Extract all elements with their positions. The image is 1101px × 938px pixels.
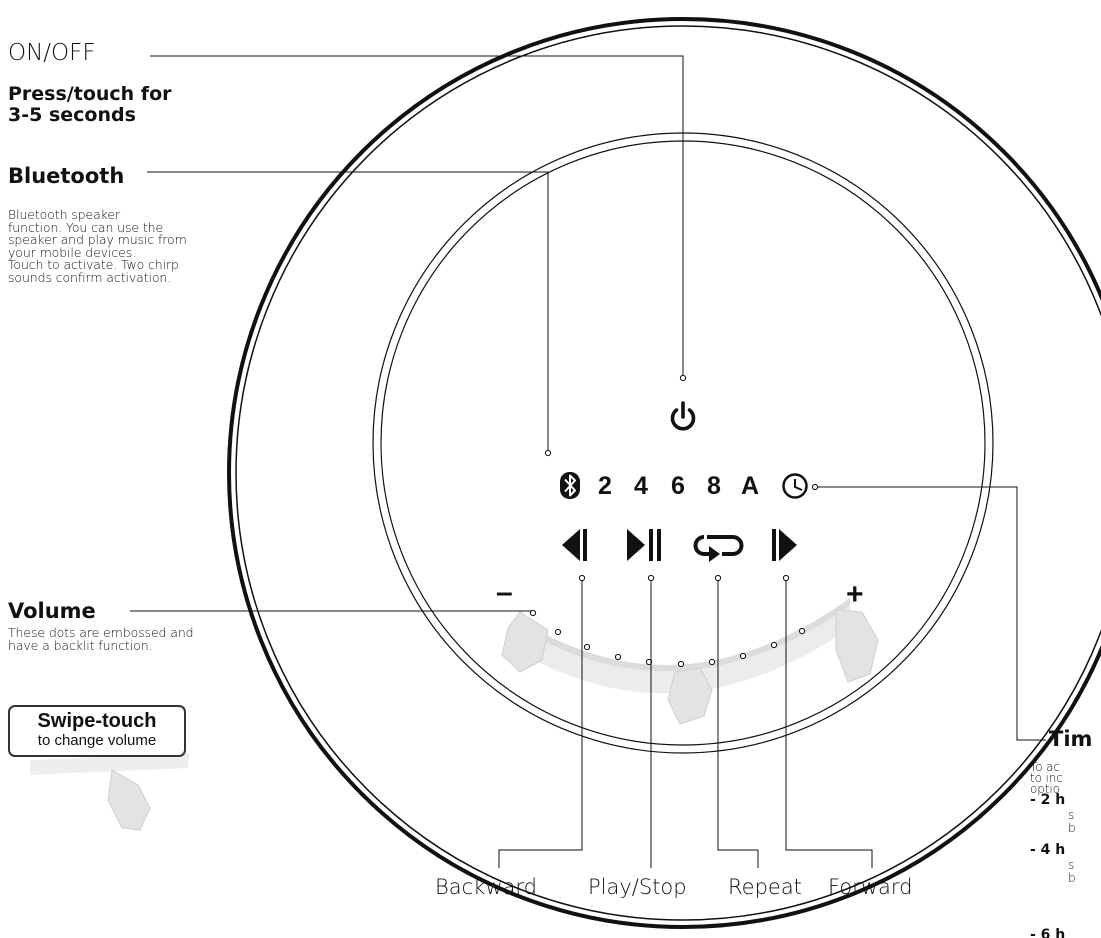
speaker-outer-ring-inner: [236, 26, 1101, 920]
repeat-icon: [696, 537, 742, 562]
leader-repeat: [718, 580, 758, 868]
volume-plus-sign: +: [846, 580, 864, 610]
volume-description: These dots are embossed and have a backl…: [8, 627, 193, 652]
timer-option-6h: - 6 h: [1030, 928, 1065, 938]
timer-option-4h: - 4 h: [1030, 843, 1065, 857]
bluetooth-title: Bluetooth: [8, 164, 124, 188]
volume-dot: [555, 629, 560, 634]
forward-label: Forward: [828, 875, 912, 899]
clock-icon: [784, 475, 807, 498]
timer-option-a[interactable]: A: [741, 474, 759, 499]
timer-option-2h: - 2 h: [1030, 793, 1065, 807]
volume-dot: [615, 654, 620, 659]
speaker-outer-ring: [229, 19, 1101, 927]
leader-node: [545, 450, 550, 455]
volume-dot: [740, 653, 745, 658]
repeat-label: Repeat: [728, 875, 802, 899]
swipe-touch-title: Swipe-touch: [10, 710, 184, 732]
volume-dot: [771, 642, 776, 647]
swipe-touch-callout: Swipe-touch to change volume: [8, 705, 186, 757]
on-off-label: ON/OFF: [8, 40, 96, 66]
timer-option-4h-desc: s b: [1068, 859, 1076, 885]
volume-dot: [709, 659, 714, 664]
leader-node: [579, 575, 584, 580]
volume-minus-sign: –: [496, 578, 513, 608]
power-icon: [673, 403, 694, 429]
forward-icon: [772, 529, 797, 561]
timer-description: To ac to inc optio: [1030, 762, 1063, 795]
backward-icon: [562, 529, 587, 561]
leader-node: [680, 375, 685, 380]
backward-label: Backward: [435, 875, 537, 899]
play-stop-label: Play/Stop: [588, 875, 687, 899]
timer-option-4[interactable]: 4: [634, 474, 648, 499]
timer-option-6[interactable]: 6: [671, 474, 685, 499]
on-off-hint-line1: Press/touch for: [8, 84, 172, 105]
timer-option-2h-desc: s b: [1068, 809, 1076, 835]
leader-bluetooth: [147, 172, 548, 451]
on-off-hint-line2: 3-5 seconds: [8, 105, 136, 126]
leader-node: [648, 575, 653, 580]
volume-dot: [799, 628, 804, 633]
leader-node: [812, 484, 817, 489]
swipe-touch-subtitle: to change volume: [10, 732, 184, 749]
play-pause-icon: [627, 529, 661, 561]
hand-icon: [108, 770, 150, 830]
timer-option-8[interactable]: 8: [707, 474, 721, 499]
volume-dot: [678, 661, 683, 666]
timer-title: Tim: [1049, 727, 1092, 751]
leader-node: [715, 575, 720, 580]
bluetooth-icon: [560, 472, 580, 499]
volume-dot: [530, 610, 535, 615]
volume-title: Volume: [8, 599, 96, 623]
leader-node: [783, 575, 788, 580]
bluetooth-description: Bluetooth speaker function. You can use …: [8, 209, 187, 284]
timer-option-2[interactable]: 2: [598, 474, 612, 499]
volume-dot: [584, 644, 589, 649]
